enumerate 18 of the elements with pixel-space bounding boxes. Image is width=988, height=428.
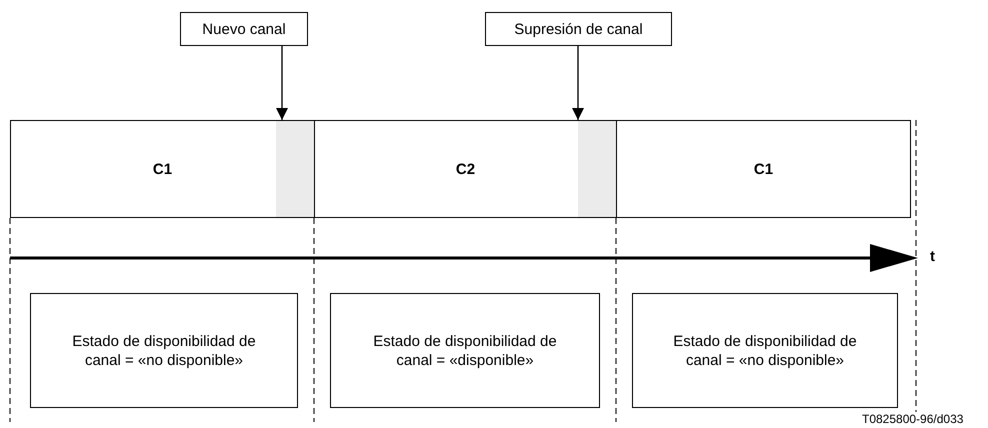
state-box (30, 293, 298, 408)
channel-label: C1 (754, 160, 774, 178)
state-box (632, 293, 898, 408)
event-label: Nuevo canal (202, 20, 286, 38)
state-box (330, 293, 600, 408)
state-text: Estado de disponibilidad de canal = «disponible» (372, 332, 558, 370)
channel-label: C2 (456, 160, 476, 178)
arrow (276, 46, 288, 120)
shaded-interval (578, 121, 616, 217)
state-text: Estado de disponibilidad de canal = «no disponible» (71, 332, 257, 370)
event-label: Supresión de canal (514, 20, 643, 38)
state-text: Estado de disponibilidad de canal = «no disponible» (672, 332, 858, 370)
figure-code: T0825800-96/d033 (862, 412, 964, 426)
event-box (485, 12, 672, 46)
arrow (572, 46, 584, 120)
channel-label: C1 (152, 160, 172, 178)
event-box (180, 12, 308, 46)
shaded-interval (276, 121, 314, 217)
